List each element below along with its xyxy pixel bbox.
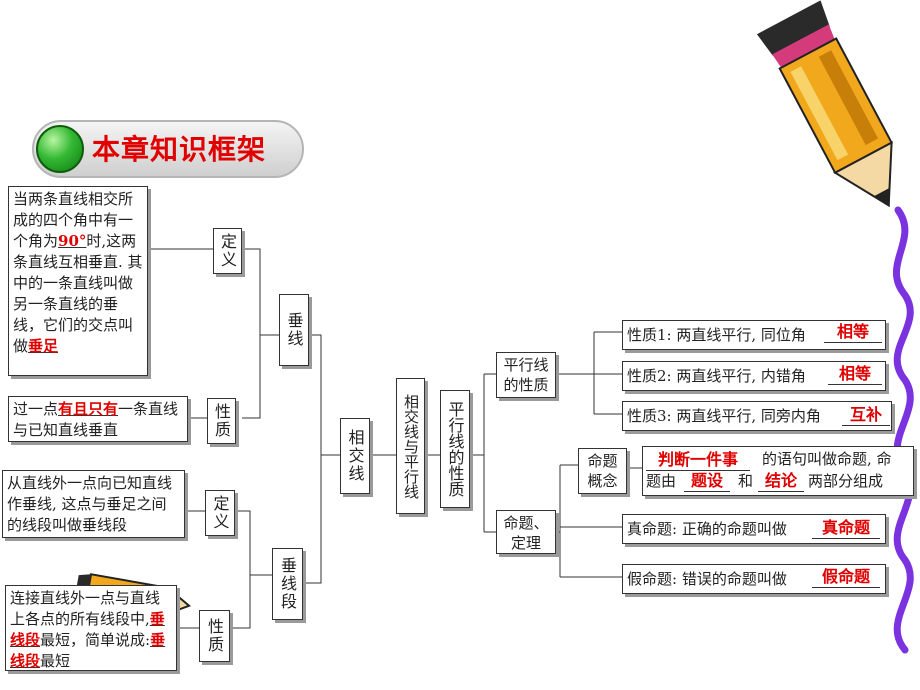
perpendicular-segment-node: 垂线段 bbox=[272, 548, 303, 620]
answer-segment-shortest: 垂线段 bbox=[10, 631, 166, 670]
concept-text-box bbox=[642, 446, 914, 496]
answer-conclusion: 结论 bbox=[758, 471, 804, 492]
perpendicular-property-text: 过一点有且只有一条直线与已知直线垂直 bbox=[8, 396, 188, 442]
false-proposition: 假命题: 错误的命题叫做 bbox=[622, 564, 886, 594]
parallel-properties-node: 平行线的性质 bbox=[440, 390, 470, 508]
concept-text-2: 题由 bbox=[646, 472, 677, 490]
property-label: 性质 bbox=[199, 610, 230, 662]
answer-true-proposition: 真命题 bbox=[812, 518, 880, 539]
answer-hypothesis: 题设 bbox=[684, 471, 730, 492]
squiggle-line bbox=[892, 206, 914, 654]
parallel-properties-label: 平行线的性质 bbox=[496, 352, 556, 398]
intersecting-lines-node: 相交线 bbox=[340, 418, 370, 494]
answer-only-one: 有且只有 bbox=[58, 400, 119, 418]
answer-foot-of-perpendicular: 垂足 bbox=[28, 337, 59, 355]
answer-segment: 垂线段 bbox=[10, 610, 165, 649]
pencil-icon bbox=[756, 0, 893, 208]
concept-text-1: 的语句叫做命题, 命 bbox=[762, 450, 892, 468]
perpendicular-node: 垂线 bbox=[279, 294, 309, 366]
root-node: 相交线与平行线 bbox=[396, 378, 425, 514]
propositions-label: 命题、定理 bbox=[496, 510, 556, 554]
answer-judge-statement: 判断一件事 bbox=[646, 450, 750, 471]
true-proposition: 真命题: 正确的命题叫做 bbox=[622, 514, 886, 544]
concept-label: 命题概念 bbox=[578, 448, 627, 494]
answer-supplementary: 互补 bbox=[842, 405, 890, 426]
answer-equal-2: 相等 bbox=[828, 364, 882, 385]
concept-text-4: 两部分组成 bbox=[808, 472, 884, 490]
parallel-property-2: 性质2: 两直线平行, 内错角 bbox=[622, 361, 886, 391]
answer-false-proposition: 假命题 bbox=[812, 567, 880, 588]
parallel-property-1: 性质1: 两直线平行, 同位角 bbox=[622, 320, 886, 350]
page-title: 本章知识框架 bbox=[92, 133, 267, 166]
concept-text-3: 和 bbox=[738, 472, 754, 490]
green-ball-icon bbox=[36, 125, 84, 173]
segment-property-text: 连接直线外一点与直线上各点的所有线段中,垂线段最短，简单说成:垂线段最短 bbox=[5, 585, 177, 671]
perpendicular-definition-text: 当两条直线相交所成的四个角中有一个角为90°时,这两条直线互相垂直. 其中的一条… bbox=[8, 186, 148, 376]
definition-label: 定义 bbox=[213, 228, 242, 274]
answer-90-degrees: 90° bbox=[58, 232, 87, 250]
parallel-property-3: 性质3: 两直线平行, 同旁内角 bbox=[622, 401, 892, 431]
definition-label: 定义 bbox=[205, 490, 235, 536]
property-label: 性质 bbox=[207, 398, 236, 444]
segment-definition-text: 从直线外一点向已知直线作垂线, 这点与垂足之间的线段叫做垂线段 bbox=[2, 470, 185, 538]
connector-lines bbox=[148, 248, 642, 629]
answer-equal-1: 相等 bbox=[824, 322, 882, 343]
